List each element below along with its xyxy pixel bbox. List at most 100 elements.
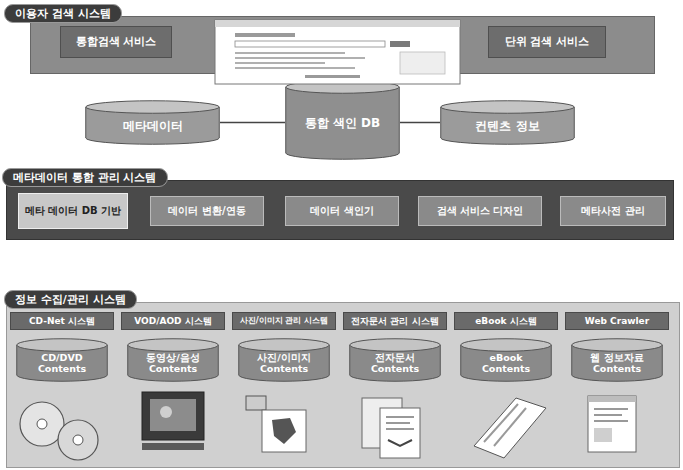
box-label: 데이터 변환/연동: [168, 205, 245, 217]
illustration-part: [594, 428, 612, 442]
illustration-part: [142, 392, 204, 440]
process-box: VOD/AOD 시스템: [121, 312, 225, 330]
cylinder-top: [441, 101, 575, 114]
illustration-part: [272, 418, 296, 444]
database-cylinder: 웹 정보자료 Contents: [571, 338, 663, 382]
illustration-part: [142, 443, 204, 450]
process-box: 검색 서비스 디자인: [418, 196, 542, 226]
process-box: 전자문서 관리 시스템: [343, 312, 447, 330]
illustration-part: [73, 435, 83, 445]
illustration-part: [37, 419, 47, 429]
box-label: CD-Net 시스템: [29, 316, 95, 327]
illustration-part: [494, 408, 526, 446]
illustration-part: [235, 67, 355, 69]
cylinder-body: [286, 87, 400, 159]
box-label: 검색 서비스 디자인: [437, 205, 524, 217]
process-box: 메타 데이터 DB 기반: [18, 193, 128, 229]
process-box: 데이터 색인기: [285, 196, 399, 226]
database-cylinder: 메타데이터: [85, 100, 220, 145]
process-box: CD-Net 시스템: [10, 312, 114, 330]
database-cylinder: 전자문서 Contents: [349, 338, 441, 382]
image-icon: [246, 396, 306, 452]
web-page-icon: [588, 396, 636, 452]
process-box: eBook 시스템: [454, 312, 558, 330]
box-label: eBook 시스템: [475, 316, 536, 327]
band-title: 정보 수집/관리 시스템: [4, 290, 137, 309]
process-box: Web Crawler: [565, 312, 669, 330]
box-label: Web Crawler: [585, 316, 649, 327]
illustration-part: [262, 410, 306, 452]
cylinder-label: 컨텐츠 정보: [475, 120, 539, 134]
document-icon: [362, 398, 420, 458]
illustration-part: [388, 440, 412, 446]
box-label: VOD/AOD 시스템: [134, 316, 211, 327]
video-icon: [142, 392, 204, 450]
cylinder-label: 메타데이터: [123, 120, 183, 134]
process-box: 데이터 변환/연동: [150, 196, 264, 226]
illustration-part: [215, 20, 460, 84]
illustration-part: [386, 416, 414, 418]
database-cylinder: 사진/이미지 Contents: [238, 338, 330, 382]
box-label: 사진/이미지 관리 시스템: [240, 316, 329, 326]
connector-line: [220, 122, 285, 124]
illustration-part: [150, 399, 196, 431]
illustration-part: [386, 428, 414, 430]
process-box: 단위 검색 서비스: [488, 26, 606, 58]
cylinder-label: 웹 정보자료 Contents: [575, 353, 659, 375]
database-cylinder: 동영상/음성 Contents: [127, 338, 219, 382]
cylinder-label: eBook Contents: [464, 353, 548, 375]
illustration-part: [484, 404, 518, 442]
illustration-part: [58, 420, 98, 460]
cylinder-label: 전자문서 Contents: [353, 353, 437, 375]
illustration-part: [594, 420, 628, 422]
illustration-part: [400, 52, 445, 74]
box-label: 전자문서 관리 시스템: [351, 316, 438, 327]
database-cylinder: eBook Contents: [460, 338, 552, 382]
cd-disc-icon: [20, 402, 98, 460]
illustration-part: [386, 422, 410, 424]
cylinder-top: [350, 339, 441, 352]
cylinder-label: CD/DVD Contents: [20, 353, 104, 375]
cylinder-top: [17, 339, 108, 352]
illustration-part: [246, 396, 266, 410]
system-band: 이용자 검색 시스템통합검색 서비스단위 검색 서비스: [30, 16, 655, 74]
search-screenshot: [215, 20, 460, 84]
database-cylinder: 통합 색인 DB: [285, 80, 400, 160]
process-box: 사진/이미지 관리 시스템: [232, 312, 336, 330]
illustration-part: [380, 408, 420, 458]
illustration-part: [215, 20, 460, 27]
box-label: 메타사전 관리: [581, 205, 644, 217]
box-label: 통합검색 서비스: [76, 35, 157, 48]
cylinder-label: 동영상/음성 Contents: [131, 353, 215, 375]
band-title: 메타데이터 통합 관리 시스템: [2, 168, 168, 187]
cylinder-top: [572, 339, 663, 352]
process-box: 메타사전 관리: [560, 196, 666, 226]
band-title: 이용자 검색 시스템: [4, 4, 122, 23]
cylinder-top: [86, 101, 220, 114]
connector-line: [400, 122, 440, 124]
cylinder-top: [286, 81, 400, 94]
illustration-part: [390, 41, 410, 47]
illustration-part: [235, 57, 365, 59]
database-cylinder: 컨텐츠 정보: [440, 100, 575, 145]
cylinder-label: 통합 색인 DB: [305, 117, 380, 131]
ebook-icon: [474, 398, 546, 458]
box-label: 단위 검색 서비스: [505, 35, 590, 48]
illustration-part: [594, 408, 628, 410]
illustration-part: [20, 402, 64, 446]
illustration-part: [362, 398, 402, 448]
cylinder-top: [461, 339, 552, 352]
cylinder-top: [128, 339, 219, 352]
cylinder-label: 사진/이미지 Contents: [242, 353, 326, 375]
box-label: 데이터 색인기: [310, 205, 373, 217]
illustration-part: [235, 62, 325, 64]
box-label: 메타 데이터 DB 기반: [25, 205, 121, 217]
cylinder-top: [239, 339, 330, 352]
system-band: 정보 수집/관리 시스템CD-Net 시스템VOD/AOD 시스템사진/이미지 …: [6, 302, 680, 468]
process-box: 통합검색 서비스: [60, 26, 172, 58]
illustration-part: [588, 396, 636, 452]
system-band: 메타데이터 통합 관리 시스템메타 데이터 DB 기반데이터 변환/연동데이터 …: [6, 180, 674, 240]
illustration-part: [235, 52, 345, 54]
